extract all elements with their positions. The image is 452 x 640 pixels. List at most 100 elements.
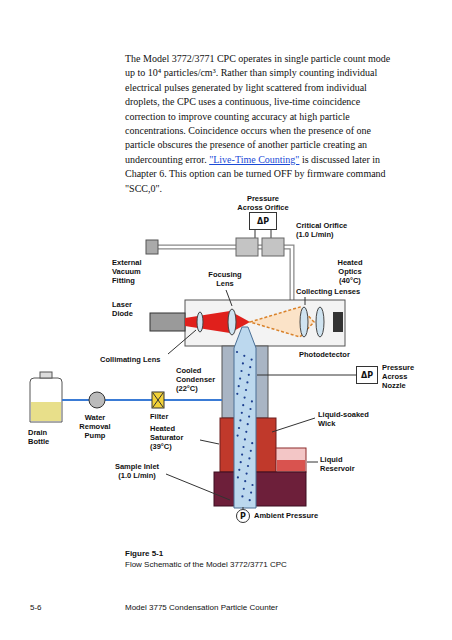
liquid-reservoir	[276, 448, 306, 472]
leader-line	[307, 462, 318, 463]
leader-line	[305, 297, 306, 305]
leader-line	[168, 330, 196, 354]
droplet	[240, 370, 242, 372]
droplet	[241, 412, 243, 414]
droplet	[238, 427, 240, 429]
droplet	[244, 397, 246, 399]
photodetector	[333, 312, 343, 332]
filter-mark	[153, 393, 163, 407]
droplet	[250, 450, 252, 452]
water-line	[62, 399, 222, 401]
part-label: Cooled Condenser (22°C)	[176, 366, 220, 393]
droplet	[249, 366, 251, 368]
part-label: Collimating Lens	[100, 355, 160, 364]
droplet	[251, 400, 253, 402]
droplet	[245, 389, 247, 391]
droplet	[248, 457, 250, 459]
water-pump	[89, 392, 105, 408]
leader-line	[226, 290, 232, 306]
droplet	[238, 385, 240, 387]
droplet	[249, 499, 251, 501]
laser-beam	[185, 311, 230, 333]
pressure-gauge-circle: P	[236, 509, 250, 523]
paragraph-text: The Model 3772/3771 CPC operates in sing…	[125, 53, 390, 165]
part-label: Pressure Across Nozzle	[382, 363, 426, 390]
part-label: Filter	[150, 412, 168, 421]
droplet	[250, 492, 252, 494]
droplet	[241, 495, 243, 497]
pressure-line	[257, 375, 356, 376]
pressure-gauge-box: ΔP	[249, 212, 277, 230]
page-number: 5-6	[30, 603, 42, 613]
scattered-light	[250, 307, 314, 337]
part-label: Photodetector	[299, 350, 350, 359]
leader-line	[200, 440, 219, 444]
droplet	[246, 381, 248, 383]
part-label: External Vacuum Fitting	[112, 258, 152, 285]
drain-bottle	[30, 378, 62, 422]
droplet	[248, 374, 250, 376]
droplet	[241, 454, 243, 456]
part-label: Liquid Reservoir	[320, 455, 362, 473]
running-footer: Model 3775 Condensation Particle Counter	[125, 603, 278, 613]
figure-number: Figure 5-1	[125, 549, 163, 559]
collecting-lens	[300, 307, 308, 337]
droplet	[246, 473, 248, 475]
droplet	[244, 480, 246, 482]
part-label: Pressure Across Orifice	[234, 194, 292, 212]
droplet	[242, 446, 244, 448]
part-label: Critical Orifice (1.0 L/min)	[296, 221, 358, 239]
orifice-block	[262, 238, 284, 256]
pressure-tap	[271, 230, 272, 238]
part-label: Collecting Lenses	[296, 287, 360, 296]
droplet	[244, 438, 246, 440]
droplet	[242, 362, 244, 364]
droplet	[236, 393, 238, 395]
orifice-block	[236, 238, 258, 256]
part-label: Laser Diode	[112, 300, 146, 318]
body-paragraph: The Model 3772/3771 CPC operates in sing…	[125, 52, 399, 196]
droplet	[251, 442, 253, 444]
part-label: Heated Saturator (39°C)	[150, 424, 198, 451]
cross-reference-link: "Live-Time Counting"	[209, 154, 299, 165]
node-text: ΔP	[361, 371, 373, 380]
vacuum-fitting	[146, 240, 158, 254]
optics-chamber	[185, 300, 345, 346]
droplet	[243, 355, 245, 357]
figure-caption: Flow Schematic of the Model 3772/3771 CP…	[125, 560, 287, 570]
focusing-lens	[228, 309, 236, 335]
part-label: Liquid-soaked Wick	[318, 410, 370, 428]
part-label: Ambient Pressure	[254, 511, 318, 520]
part-label: Focusing Lens	[203, 270, 247, 288]
droplet	[236, 351, 238, 353]
laser-diode	[150, 313, 185, 331]
reservoir-liquid	[277, 460, 305, 471]
pressure-tap	[255, 230, 256, 238]
droplet	[248, 416, 250, 418]
droplet	[237, 435, 239, 437]
leader-line	[166, 474, 230, 500]
droplet	[243, 488, 245, 490]
droplet	[239, 419, 241, 421]
filter	[152, 392, 164, 408]
node-text: P	[240, 512, 246, 521]
droplet	[240, 461, 242, 463]
bottle-liquid	[31, 402, 61, 421]
bottle-cap	[40, 372, 52, 378]
droplet	[249, 408, 251, 410]
part-label: Heated Optics (40°C)	[330, 258, 370, 285]
node-text: ΔP	[257, 217, 269, 226]
part-label: Sample Inlet (1.0 L/min)	[108, 462, 166, 480]
droplet	[247, 423, 249, 425]
saturator-base	[214, 472, 306, 506]
leader-line	[272, 418, 315, 432]
droplet	[238, 469, 240, 471]
collimating-lens	[197, 312, 203, 332]
part-label: Drain Bottle	[28, 428, 62, 446]
droplet	[239, 378, 241, 380]
droplet	[251, 484, 253, 486]
droplet	[247, 465, 249, 467]
